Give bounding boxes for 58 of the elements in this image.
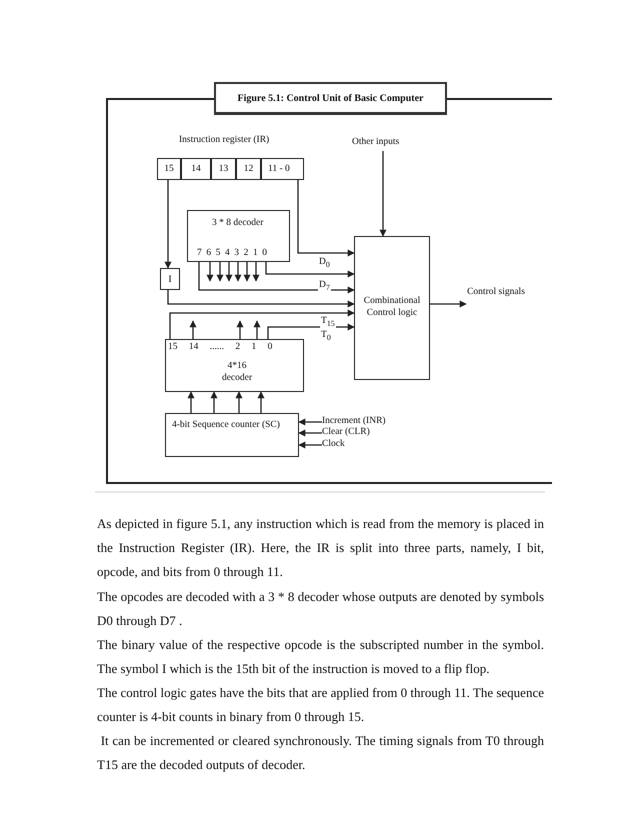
arrow bbox=[430, 300, 467, 308]
paragraph: The opcodes are decoded with a 3 * 8 decoder whose outputs are denoted by symbols D0 through D7 . bbox=[97, 588, 544, 630]
arrow bbox=[258, 391, 264, 413]
output-arrow bbox=[226, 262, 232, 282]
output-arrow bbox=[236, 320, 244, 339]
edge-label: T$_{0}$ bbox=[320, 330, 332, 343]
output-arrow bbox=[244, 262, 250, 282]
decoder-label: 4*16 decoder bbox=[220, 361, 254, 385]
arrow bbox=[267, 324, 355, 339]
arrow bbox=[210, 391, 218, 413]
edge-label: D$_{7}$ bbox=[318, 280, 331, 293]
register-cell: 11 - 0 bbox=[261, 158, 304, 180]
arrow bbox=[298, 418, 322, 426]
paragraph: The binary value of the respective opcode is the subscripted number in the symbol. The symbol I which is the 15th bit of the instruction is moved to a flip flop. bbox=[97, 636, 544, 678]
output-arrow bbox=[206, 262, 214, 282]
decoder-block bbox=[165, 339, 304, 392]
arrow bbox=[265, 262, 355, 278]
arrow bbox=[198, 262, 355, 294]
arrow bbox=[164, 180, 172, 269]
edge-label: D$_{0}$ bbox=[318, 257, 331, 270]
register-cell: 13 bbox=[211, 158, 236, 180]
arrow bbox=[298, 442, 322, 448]
arrow bbox=[169, 310, 355, 339]
arrow bbox=[380, 151, 386, 237]
signal-label: Clock bbox=[322, 439, 352, 451]
decoder-label: 3 * 8 decoder bbox=[212, 218, 264, 229]
register-label: Instruction register (IR) bbox=[179, 135, 270, 146]
signal-label: Control signals bbox=[466, 287, 526, 317]
signal-label: Clear (CLR) bbox=[322, 427, 378, 439]
output-arrow bbox=[216, 262, 224, 282]
signal-label: Increment (INR) bbox=[322, 416, 390, 428]
paragraph: The control logic gates have the bits that are applied from 0 through 11. The sequence counter is 4-bit counts in binary from 0 through 15. bbox=[97, 684, 544, 726]
output-arrow bbox=[234, 262, 242, 282]
output-arrow bbox=[190, 320, 196, 339]
block-label: Combinational Control logic bbox=[362, 296, 422, 320]
register-cell: 12 bbox=[236, 158, 261, 180]
logic-block bbox=[354, 236, 430, 380]
flip-flop-box: I bbox=[160, 268, 180, 290]
register-cell: 14 bbox=[181, 158, 211, 180]
output-arrow bbox=[252, 262, 260, 282]
register-cell: 15 bbox=[157, 158, 181, 180]
arrow bbox=[298, 430, 322, 436]
edge-label: T$_{15}$ bbox=[320, 316, 336, 329]
signal-label: Other inputs bbox=[352, 137, 418, 151]
paragraph: It can be incremented or cleared synchronously. The timing signals from T0 through T15 are the decoded outputs of decoder. bbox=[97, 732, 544, 774]
counter-label: 4-bit Sequence counter (SC) bbox=[172, 420, 280, 431]
instruction-register bbox=[157, 135, 304, 180]
arrow bbox=[297, 180, 355, 256]
arrow bbox=[188, 391, 194, 413]
output-numbers: 15 14 ...... 2 1 0 bbox=[168, 342, 272, 353]
arrow bbox=[167, 290, 355, 308]
counter-block bbox=[165, 413, 299, 457]
output-numbers: 7 6 5 4 3 2 1 0 bbox=[197, 248, 268, 259]
figure-title: Figure 5.1: Control Unit of Basic Computer bbox=[214, 82, 447, 115]
output-arrow bbox=[254, 320, 260, 339]
decoder-block bbox=[187, 210, 290, 262]
paragraph: As depicted in figure 5.1, any instruction which is read from the memory is placed in the Instruction Register (IR). Here, the IR is split into three parts, namely, I bit, opcode, and bits from 0 through 11. bbox=[97, 515, 544, 581]
arrow bbox=[236, 391, 242, 413]
